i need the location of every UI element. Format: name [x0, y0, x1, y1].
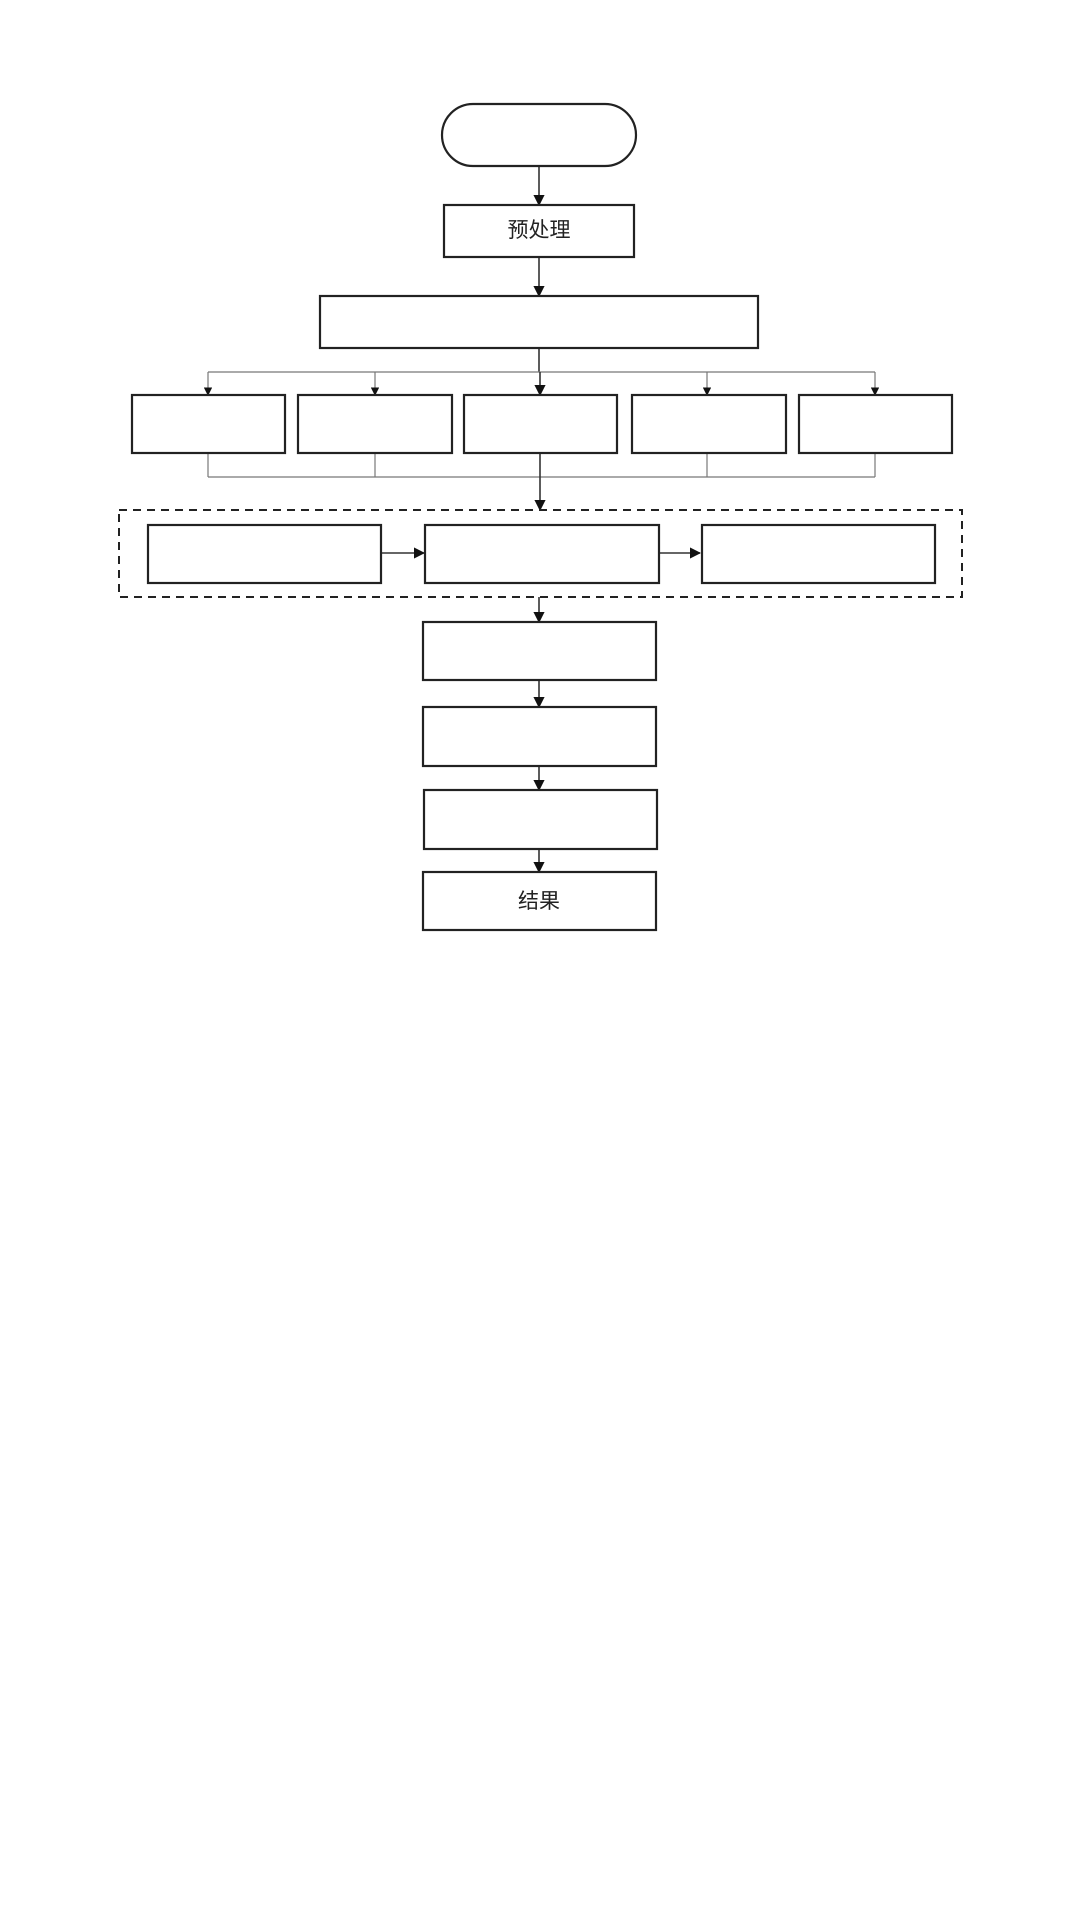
branch-box-3 [462, 393, 619, 455]
branch-box-5 [797, 393, 954, 455]
connectors [203, 166, 880, 874]
nodes: 预处理 结果 [118, 102, 963, 932]
group-step-box-1 [146, 523, 383, 585]
start-terminator [440, 102, 638, 168]
result-label: 结果 [518, 889, 560, 913]
result-box [421, 870, 658, 932]
step-box-a [421, 620, 658, 682]
step-box-c [422, 788, 659, 851]
group-step-box-2 [423, 523, 661, 585]
preprocess-label: 预处理 [508, 218, 571, 242]
branch-box-4 [630, 393, 788, 455]
wide-process-box [318, 294, 760, 350]
dashed-group-container [118, 509, 963, 598]
branch-box-2 [296, 393, 454, 455]
branch-box-1 [130, 393, 287, 455]
step-box-b [421, 705, 658, 768]
group-step-box-3 [700, 523, 937, 585]
preprocess-box [442, 203, 636, 259]
